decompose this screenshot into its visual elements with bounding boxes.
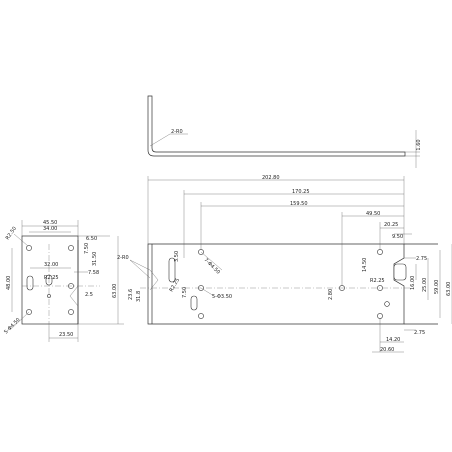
left-slot-1: [26, 275, 34, 291]
front-dim-2-80: 2.80: [328, 289, 334, 300]
front-angle-marker: [149, 269, 159, 291]
front-dim-49: 49.50: [366, 211, 380, 217]
front-dim-63: 63.00: [446, 282, 452, 296]
left-width-overall: 45.50: [43, 220, 57, 226]
front-slot-2: [190, 295, 198, 311]
left-hole-5: [68, 309, 74, 315]
side-view: 2-R0 1.60: [147, 95, 422, 168]
side-leader-line: [149, 133, 171, 147]
front-dim-3-50: 3.50: [174, 251, 180, 262]
left-height-right: 63.00: [112, 284, 118, 298]
front-hole-5: [377, 249, 383, 255]
front-dim-7-50: 7.50: [182, 287, 188, 298]
left-offset-a: 6.50: [86, 236, 97, 242]
front-hole-3: [198, 313, 204, 319]
left-offset-d: 2.5: [85, 292, 93, 298]
front-left-dim-a: 23.6: [128, 289, 134, 300]
front-radius-a: R2.25: [370, 278, 385, 284]
front-dim-59: 59.00: [434, 280, 440, 294]
left-hole-1: [26, 245, 32, 251]
front-plate-view: 202.80 170.25 159.50 49.50 20.25 9.50 2.…: [117, 175, 452, 353]
front-dim-2-75-bot: 2.75: [414, 330, 425, 336]
front-slot-1: [168, 257, 176, 283]
front-hole-callout-a: 7-Φ4.50: [203, 257, 221, 275]
front-hole-8: [384, 301, 390, 307]
front-hole-7: [377, 313, 383, 319]
front-dim-16: 16.00: [410, 276, 416, 290]
left-radius-b: R2.25: [44, 275, 59, 281]
left-width-holes: 34.00: [43, 226, 57, 232]
left-slot-offset: 7.58: [88, 270, 99, 276]
side-profile: [147, 95, 406, 157]
front-dim-20-60: 20.60: [380, 347, 394, 353]
left-offset-b: 7.50: [84, 243, 90, 254]
left-slot-pitch: 32.00: [44, 262, 58, 268]
left-offset-c: 31.50: [92, 252, 98, 266]
front-notch-slot: [393, 263, 407, 281]
front-dim-14-50: 14.50: [362, 258, 368, 272]
front-left-dim-b: 31.8: [136, 291, 142, 302]
left-bottom-width: 23.50: [59, 332, 73, 338]
left-plate-view: 45.50 34.00 R2.50 6.50 7.50 31.50 32.00 …: [3, 220, 124, 342]
front-small-callout: 2-R0: [117, 255, 129, 261]
left-height-left: 48.00: [6, 276, 12, 290]
front-dim-20-25: 20.25: [384, 222, 398, 228]
left-radius: R2.50: [5, 226, 18, 241]
side-callout: 2-R0: [171, 129, 183, 135]
left-hole-callout: 5-Φ4.50: [3, 317, 21, 335]
front-dim-9-50: 9.50: [392, 234, 403, 240]
front-plate-outline: [147, 243, 405, 325]
left-hole-2: [68, 245, 74, 251]
front-dim-2-75-top: 2.75: [416, 256, 427, 262]
front-dim-170: 170.25: [292, 189, 310, 195]
front-dim-25: 25.00: [422, 278, 428, 292]
front-dim-14-20: 14.20: [386, 337, 400, 343]
left-angle-marker: [69, 285, 79, 307]
front-dim-159: 159.50: [290, 201, 308, 207]
front-overall-width: 202.80: [262, 175, 280, 181]
front-hole-callout-b: 5-Φ3.50: [212, 294, 232, 300]
thickness-dim: 1.60: [416, 139, 422, 150]
